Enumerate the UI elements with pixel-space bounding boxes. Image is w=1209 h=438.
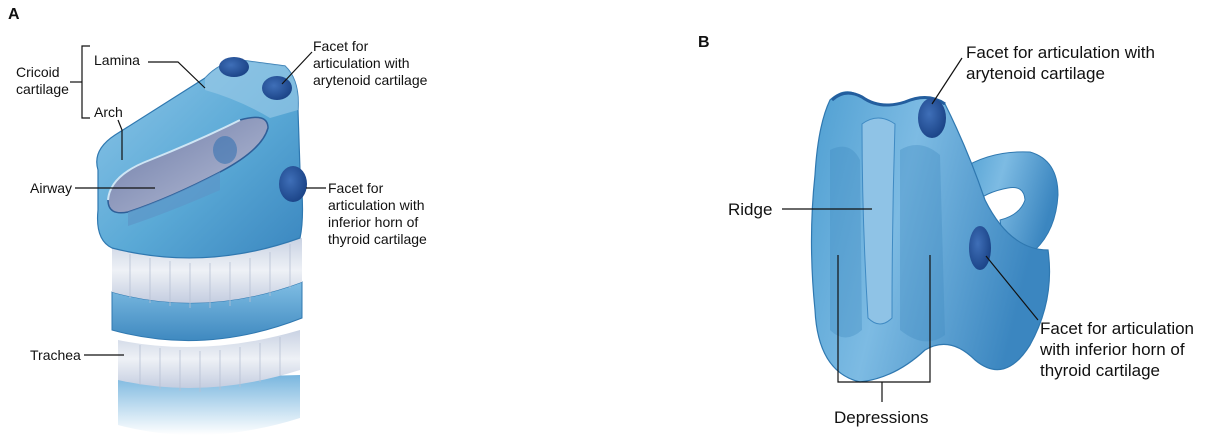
panel-b-letter: B <box>698 34 710 51</box>
label-airway: Airway <box>30 180 73 196</box>
trachea-lower-fade <box>118 375 300 435</box>
label-depressions: Depressions <box>834 408 929 427</box>
panel-a-leader-lines <box>70 45 326 356</box>
label-facet-arytenoid-a: Facet for articulation with arytenoid ca… <box>313 38 428 88</box>
label-facet-arytenoid-b: Facet for articulation with arytenoid ca… <box>966 43 1155 83</box>
arytenoid-facet-right <box>262 76 292 100</box>
arytenoid-facet-left <box>219 57 249 77</box>
label-lamina: Lamina <box>94 52 140 68</box>
label-ridge: Ridge <box>728 200 773 219</box>
panel-b-illustration <box>810 91 1059 383</box>
trachea-membrane-lower <box>118 330 300 388</box>
trachea-membrane-upper <box>112 238 302 303</box>
median-ridge <box>861 117 896 325</box>
label-trachea: Trachea <box>30 347 81 363</box>
label-cricoid-cartilage: Cricoid cartilage <box>16 64 69 97</box>
arytenoid-facet <box>918 98 946 138</box>
label-facet-thyroid-a: Facet for articulation with inferior hor… <box>328 180 427 247</box>
thyroid-facet <box>279 166 307 202</box>
label-facet-thyroid-b: Facet for articulation with inferior hor… <box>1040 319 1195 380</box>
panel-b-leader-lines <box>782 57 1039 402</box>
panel-a-letter: A <box>8 6 20 23</box>
label-arch: Arch <box>94 104 123 120</box>
panel-a-illustration <box>96 57 307 435</box>
thyroid-facet <box>969 226 991 270</box>
